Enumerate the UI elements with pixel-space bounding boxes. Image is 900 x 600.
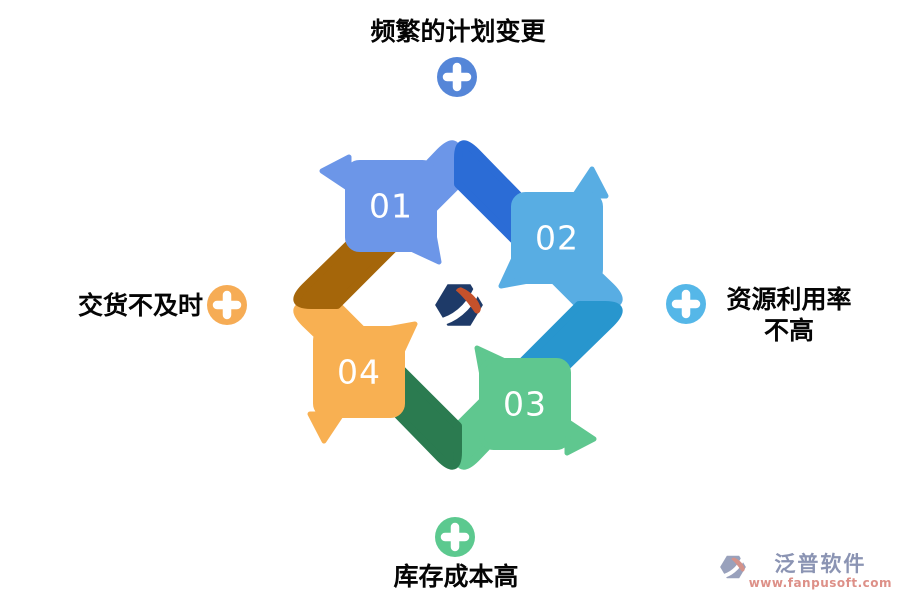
logo-leaf bbox=[455, 287, 481, 314]
watermark-logo-icon bbox=[719, 555, 746, 579]
step-number-02: 02 bbox=[535, 219, 579, 258]
step-number-03: 03 bbox=[503, 385, 547, 424]
label-frequent-plan-changes: 频繁的计划变更 bbox=[370, 17, 546, 46]
logo-swoosh bbox=[434, 286, 481, 327]
watermark: 泛普软件 www.fanpusoft.com bbox=[719, 552, 892, 590]
plus-icon-bottom bbox=[435, 517, 475, 557]
plus-icon-left bbox=[207, 285, 247, 325]
label-right-line2: 不高 bbox=[763, 316, 814, 345]
watermark-url-text: www.fanpusoft.com bbox=[748, 576, 892, 590]
plus-icon-right bbox=[666, 284, 706, 324]
label-low-resource-utilization: 资源利用率 不高 bbox=[694, 284, 884, 346]
label-high-inventory-cost: 库存成本高 bbox=[393, 562, 519, 591]
step-number-04: 04 bbox=[337, 353, 381, 392]
label-late-delivery: 交货不及时 bbox=[77, 291, 203, 320]
fanpu-logo-icon bbox=[434, 284, 483, 327]
watermark-brand-text: 泛普软件 bbox=[774, 552, 867, 576]
plus-icon-top bbox=[437, 57, 477, 97]
step-number-01: 01 bbox=[369, 187, 413, 226]
label-right-line1: 资源利用率 bbox=[726, 285, 852, 314]
